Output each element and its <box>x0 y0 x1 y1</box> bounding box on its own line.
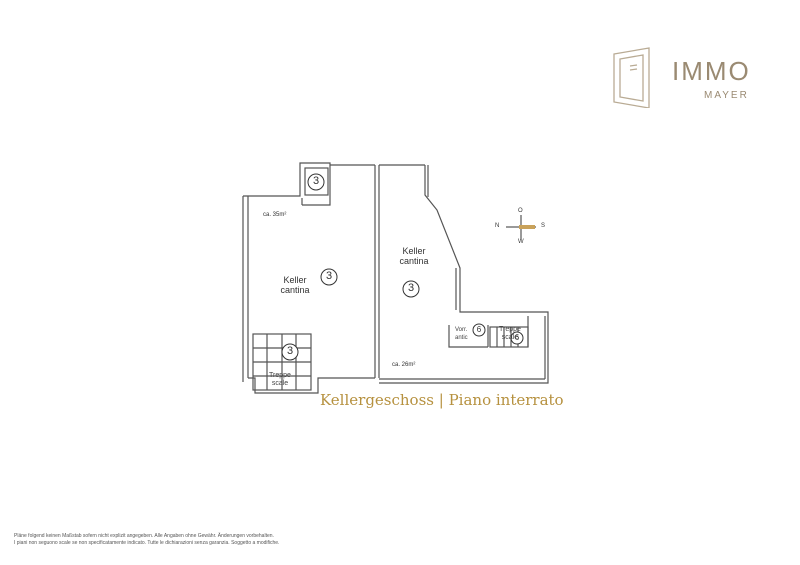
compass-n: N <box>495 223 500 229</box>
footer-line-de: Pläne folgend keinen Maßstab sofern nich… <box>14 533 274 539</box>
room-2-name-de: Keller <box>402 246 426 256</box>
compass-o: O <box>518 208 523 214</box>
brand-sub: MAYER <box>704 90 749 101</box>
vorr-label: Vorr. antic <box>455 327 468 341</box>
elevator-number: 3 <box>312 175 320 187</box>
footer-line-it: I piani non seguono scale se non specifi… <box>14 540 280 546</box>
footer-disclaimer: Pläne folgend keinen Maßstab sofern nich… <box>14 533 614 547</box>
room-1-name-it: cantina <box>280 285 310 295</box>
room-1-area: ca. 35m² <box>263 212 287 218</box>
vorr-number: 6 <box>476 325 482 334</box>
immo-mayer-logo-icon <box>613 47 650 108</box>
room-1-name-de: Keller <box>283 275 307 285</box>
compass-w: W <box>518 239 524 245</box>
stairs-label: Treppe scale <box>269 372 291 387</box>
compass-s: S <box>541 223 546 229</box>
room-1-number: 3 <box>325 270 333 282</box>
room-1-name: Keller cantina <box>270 275 320 295</box>
room-2-area: ca. 26m² <box>392 362 416 368</box>
stairs2-number: 6 <box>514 333 520 342</box>
stairs2-label: Treppe scale <box>499 326 521 341</box>
plan-caption: Kellergeschoss | Piano interrato <box>320 391 564 409</box>
room-2-name-it: cantina <box>399 256 429 266</box>
room-2-name: Keller cantina <box>389 246 439 266</box>
room-2-number: 3 <box>407 282 415 294</box>
stairs-number: 3 <box>286 345 294 357</box>
brand-word: IMMO <box>672 56 751 86</box>
